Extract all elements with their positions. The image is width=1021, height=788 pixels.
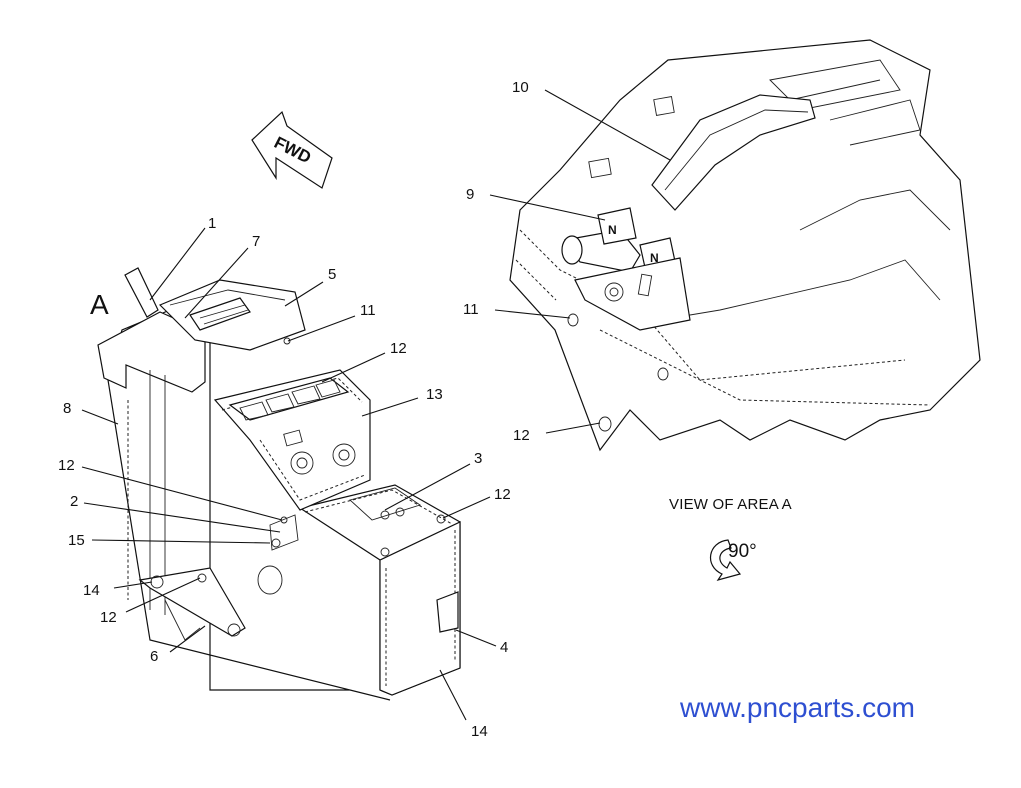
callout-3: 3 xyxy=(474,450,482,467)
rotate-arrow-icon xyxy=(709,539,742,582)
area-letter: A xyxy=(90,289,109,320)
callout-10: 10 xyxy=(512,79,529,96)
fwd-arrow-icon: FWD xyxy=(251,110,333,189)
n-indicator-1: N xyxy=(608,223,617,237)
callout-14a: 14 xyxy=(83,582,100,599)
callout-12-view: 12 xyxy=(513,427,530,444)
rotation-label: 90° xyxy=(728,541,757,562)
callout-9: 9 xyxy=(466,186,474,203)
console-assembly xyxy=(97,267,461,701)
callout-15: 15 xyxy=(68,532,85,549)
callout-4: 4 xyxy=(500,639,508,656)
callout-12b: 12 xyxy=(58,457,75,474)
watermark-link[interactable]: www.pncparts.com xyxy=(680,692,915,723)
callout-13: 13 xyxy=(426,386,443,403)
callout-2: 2 xyxy=(70,493,78,510)
callout-12c: 12 xyxy=(494,486,511,503)
callout-14b: 14 xyxy=(471,723,488,740)
callout-12a: 12 xyxy=(390,340,407,357)
callout-6: 6 xyxy=(150,648,158,665)
n-indicator-2: N xyxy=(650,251,659,265)
area-a-view: N N xyxy=(509,39,981,452)
callout-11a: 11 xyxy=(360,302,376,319)
view-caption: VIEW OF AREA A xyxy=(669,496,792,513)
callout-1: 1 xyxy=(208,215,216,232)
callout-7: 7 xyxy=(252,233,260,250)
callout-12d: 12 xyxy=(100,609,117,626)
main-callouts: A 1 7 5 11 12 13 8 12 2 15 3 12 14 12 6 xyxy=(58,215,511,740)
callout-5: 5 xyxy=(328,266,336,283)
view-callouts: 10 9 11 12 VIEW OF AREA A 90° xyxy=(463,79,792,582)
callout-8: 8 xyxy=(63,400,71,417)
callout-11-view: 11 xyxy=(463,301,479,318)
